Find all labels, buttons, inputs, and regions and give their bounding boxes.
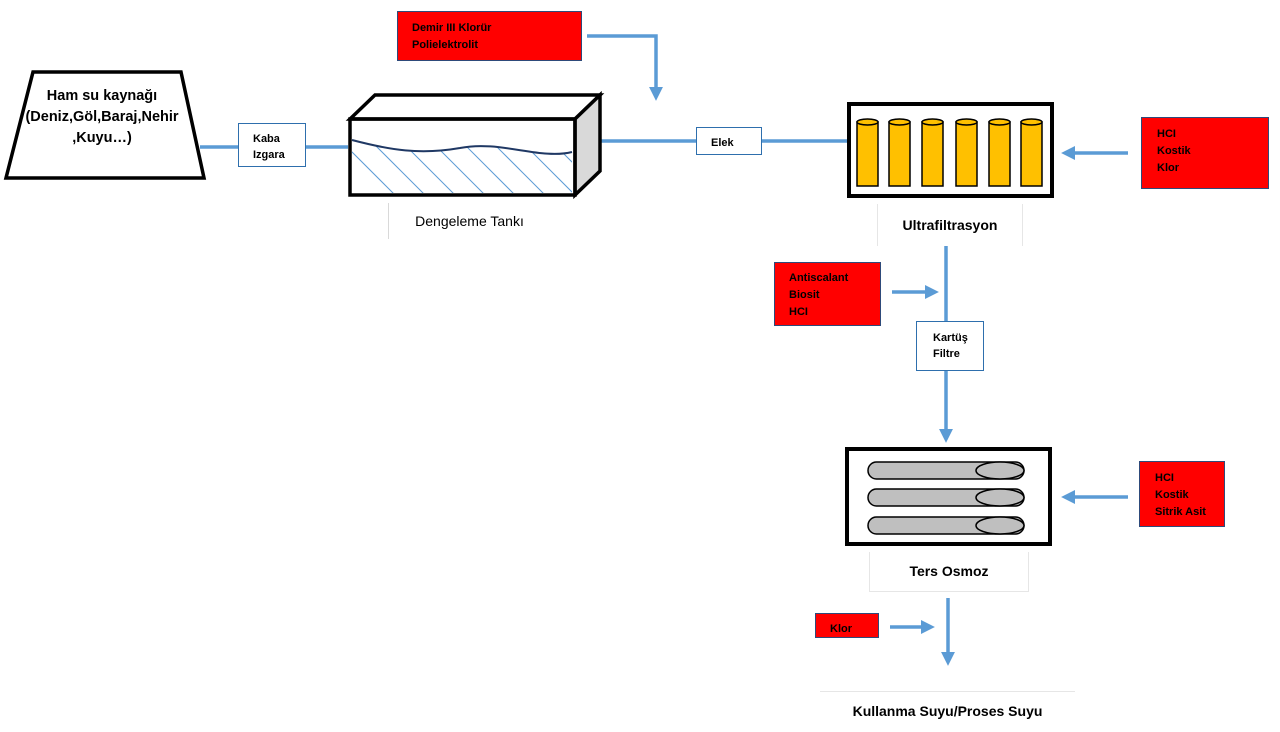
raw-water-source-shape xyxy=(3,70,207,180)
uf-chem-line-1: HCI xyxy=(1157,128,1176,140)
equalization-tank-shape xyxy=(345,90,605,200)
cartridge-filter-box: Kartüş Filtre xyxy=(916,321,984,371)
coagulant-dosing-box: Demir III Klorür Polielektrolit xyxy=(397,11,582,61)
antiscalant-line-3: HCI xyxy=(789,306,808,318)
coarse-screen-line-1: Kaba xyxy=(253,133,280,145)
reverse-osmosis-label: Ters Osmoz xyxy=(869,552,1029,592)
ro-membranes xyxy=(867,461,1025,535)
sieve-box: Elek xyxy=(696,127,762,155)
uf-chem-line-3: Klor xyxy=(1157,162,1179,174)
pipe-coagulant-dosing xyxy=(587,34,663,101)
cartridge-line-2: Filtre xyxy=(933,348,960,360)
source-line-2: (Deniz,Göl,Baraj,Nehir xyxy=(25,109,179,125)
uf-modules xyxy=(856,118,1043,187)
uf-cleaning-dosing-box: HCI Kostik Klor xyxy=(1141,117,1269,189)
coarse-screen-box: Kaba Izgara xyxy=(238,123,306,167)
coagulant-line-1: Demir III Klorür xyxy=(412,22,492,34)
antiscalant-dosing-box: Antiscalant Biosit HCI xyxy=(774,262,881,326)
ro-chem-line-2: Kostik xyxy=(1155,489,1189,501)
ultrafiltration-unit-shape xyxy=(847,102,1054,198)
antiscalant-line-2: Biosit xyxy=(789,289,820,301)
antiscalant-line-1: Antiscalant xyxy=(789,272,849,284)
product-water-label: Kullanma Suyu/Proses Suyu xyxy=(820,691,1075,727)
ultrafiltration-label: Ultrafiltrasyon xyxy=(877,204,1023,246)
coarse-screen-line-2: Izgara xyxy=(253,149,285,161)
coagulant-line-2: Polielektrolit xyxy=(412,39,479,51)
cartridge-line-1: Kartüş xyxy=(933,332,968,344)
ro-cleaning-dosing-box: HCI Kostik Sitrik Asit xyxy=(1139,461,1225,527)
ro-chem-line-3: Sitrik Asit xyxy=(1155,506,1206,518)
source-line-1: Ham su kaynağı xyxy=(46,88,158,104)
ro-chem-line-1: HCI xyxy=(1155,472,1174,484)
sieve-label: Elek xyxy=(711,137,734,149)
chlorine-dosing-box: Klor xyxy=(815,613,879,638)
reverse-osmosis-unit-shape xyxy=(845,447,1052,546)
chlorine-line-1: Klor xyxy=(830,623,852,635)
source-line-3: ,Kuyu…) xyxy=(72,130,132,146)
raw-water-source-label: Ham su kaynağı (Deniz,Göl,Baraj,Nehir ,K… xyxy=(14,86,190,149)
uf-chem-line-2: Kostik xyxy=(1157,145,1191,157)
equalization-tank-label: Dengeleme Tankı xyxy=(388,203,550,239)
